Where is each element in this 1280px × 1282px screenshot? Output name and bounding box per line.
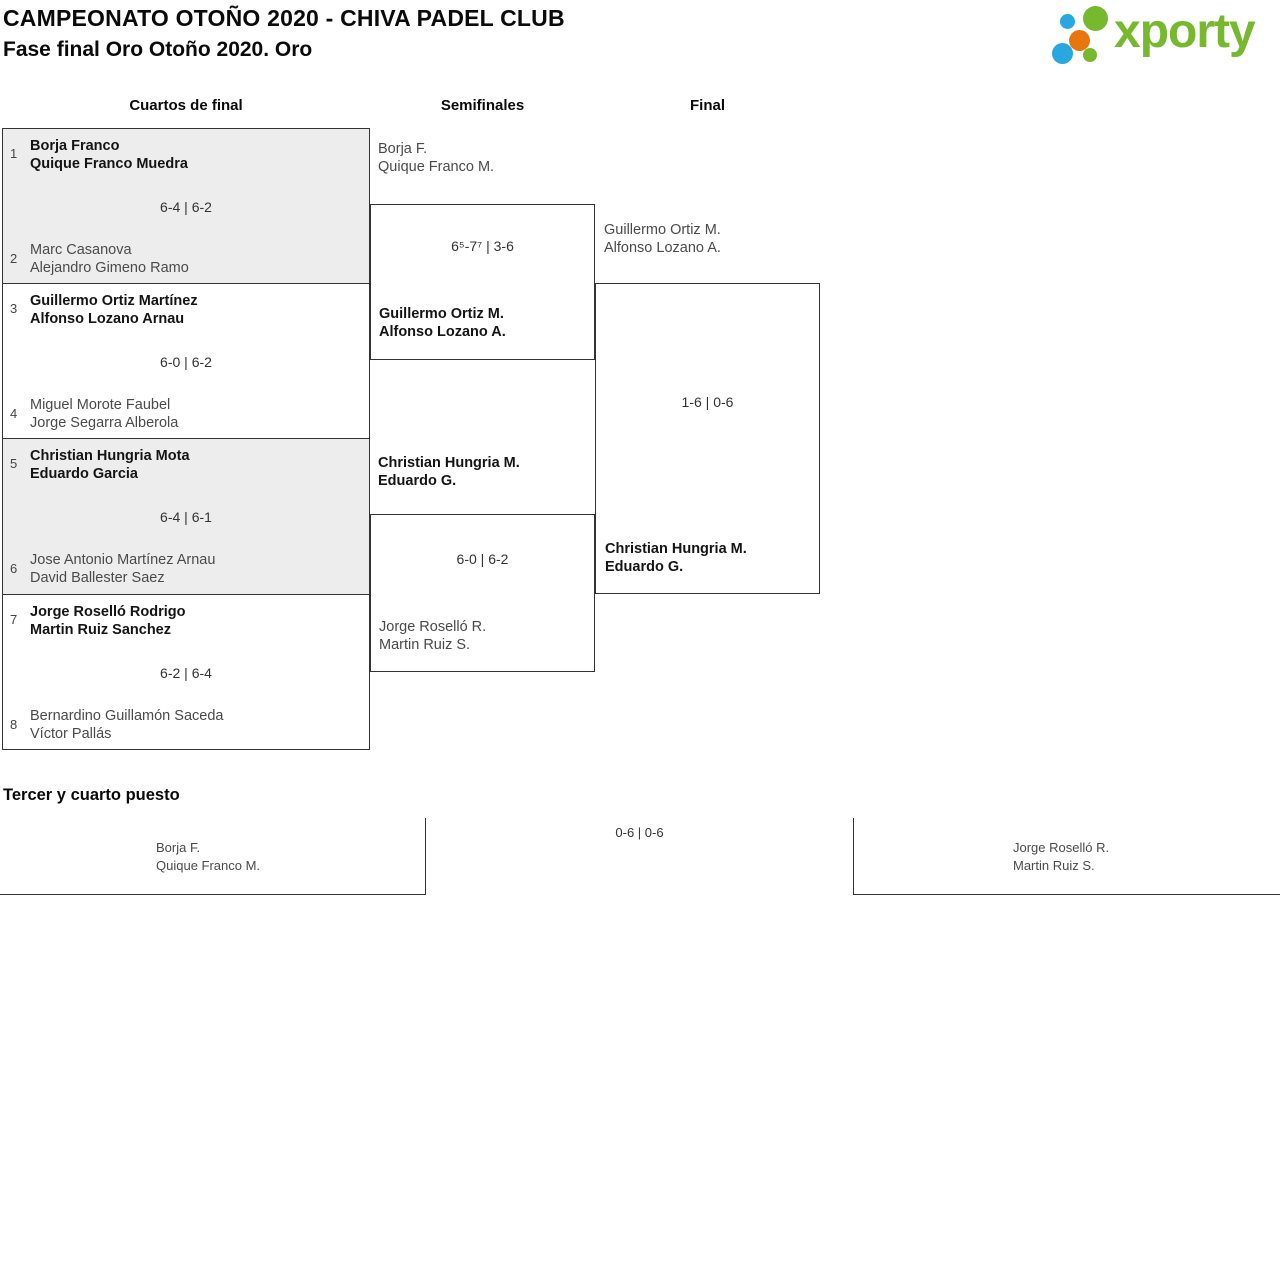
page-subtitle: Fase final Oro Otoño 2020. Oro	[3, 38, 313, 61]
player-name: Miguel Morote Faubel	[30, 397, 171, 413]
player-name: Borja F.	[156, 840, 201, 855]
player-name: Alfonso Lozano Arnau	[30, 311, 185, 327]
player-name: Eduardo Garcia	[30, 466, 138, 482]
player-name: Martin Ruiz S.	[379, 637, 471, 653]
final-score: 1-6 | 0-6	[681, 394, 734, 410]
player-name: Christian Hungria M.	[605, 541, 747, 557]
seed-number: 1	[10, 146, 18, 161]
sf2-score: 6-0 | 6-2	[456, 551, 509, 567]
player-name: Jose Antonio Martínez Arnau	[30, 552, 216, 568]
sf-match-2: 6-0 | 6-2 Jorge Roselló R. Martin Ruiz S…	[370, 514, 595, 672]
player-name: Guillermo Ortiz M.	[604, 222, 721, 238]
third-place-team-right: Jorge Roselló R. Martin Ruiz S.	[1013, 839, 1109, 875]
qf-match-3: 5 Christian Hungria Mota Eduardo Garcia …	[2, 438, 370, 595]
player-name: Quique Franco Muedra	[30, 156, 188, 172]
qf-match-2: 3 Guillermo Ortiz Martínez Alfonso Lozan…	[2, 283, 370, 439]
seed-number: 2	[10, 251, 18, 266]
logo-dot-green-large-icon	[1083, 6, 1108, 31]
third-place-team-left: Borja F. Quique Franco M.	[156, 839, 260, 875]
player-name: Jorge Segarra Alberola	[30, 415, 179, 431]
page-title: CAMPEONATO OTOÑO 2020 - CHIVA PADEL CLUB	[3, 5, 565, 31]
qf3-score: 6-4 | 6-1	[160, 509, 212, 525]
player-name: Eduardo G.	[378, 473, 457, 489]
qf1-team-bottom: Marc Casanova Alejandro Gimeno Ramo	[30, 241, 189, 277]
round-header-cuartos: Cuartos de final	[129, 97, 243, 114]
player-name: Alejandro Gimeno Ramo	[30, 260, 189, 276]
seed-number: 8	[10, 717, 18, 732]
seed-number: 4	[10, 406, 18, 421]
seed-number: 7	[10, 612, 18, 627]
player-name: Guillermo Ortiz Martínez	[30, 293, 198, 309]
player-name: Borja Franco	[30, 138, 120, 154]
third-place-score: 0-6 | 0-6	[615, 825, 664, 840]
player-name: Marc Casanova	[30, 242, 132, 258]
qf4-team-bottom: Bernardino Guillamón Saceda Víctor Pallá…	[30, 707, 223, 743]
player-name: Guillermo Ortiz M.	[379, 306, 504, 322]
final-match: 1-6 | 0-6 Christian Hungria M. Eduardo G…	[595, 283, 820, 594]
logo-dot-green-small-icon	[1083, 48, 1097, 62]
logo-dot-orange-icon	[1069, 30, 1090, 51]
player-name: Martin Ruiz S.	[1013, 858, 1095, 873]
sf2-team-top: Christian Hungria M. Eduardo G.	[378, 454, 520, 490]
sf1-score: 6⁵-7⁷ | 3-6	[451, 238, 514, 254]
sf1-team-top: Borja F. Quique Franco M.	[378, 140, 494, 176]
seed-number: 6	[10, 561, 18, 576]
player-name: Alfonso Lozano A.	[604, 240, 721, 256]
qf-match-4: 7 Jorge Roselló Rodrigo Martin Ruiz Sanc…	[2, 594, 370, 750]
player-name: Quique Franco M.	[156, 858, 261, 873]
player-name: Víctor Pallás	[30, 726, 112, 742]
player-name: Jorge Roselló R.	[379, 619, 487, 635]
qf1-score: 6-4 | 6-2	[160, 199, 212, 215]
third-place-left-connector	[0, 818, 426, 895]
final-team-bottom: Christian Hungria M. Eduardo G.	[605, 540, 747, 576]
player-name: Jorge Roselló Rodrigo	[30, 604, 186, 620]
final-team-top: Guillermo Ortiz M. Alfonso Lozano A.	[604, 221, 721, 257]
xporty-logo[interactable]: xporty	[1052, 0, 1280, 68]
seed-number: 5	[10, 456, 18, 471]
player-name: Eduardo G.	[605, 559, 684, 575]
round-header-semifinales: Semifinales	[440, 97, 525, 114]
player-name: Bernardino Guillamón Saceda	[30, 708, 224, 724]
sf2-team-bottom: Jorge Roselló R. Martin Ruiz S.	[379, 618, 486, 654]
round-header-final: Final	[689, 97, 725, 114]
player-name: Alfonso Lozano A.	[379, 324, 506, 340]
qf2-score: 6-0 | 6-2	[160, 354, 212, 370]
player-name: Christian Hungria Mota	[30, 448, 190, 464]
qf3-team-top: Christian Hungria Mota Eduardo Garcia	[30, 447, 190, 483]
player-name: Borja F.	[378, 141, 428, 157]
player-name: Christian Hungria M.	[378, 455, 520, 471]
xporty-logo-text: xporty	[1114, 5, 1256, 58]
player-name: Martin Ruiz Sanchez	[30, 622, 171, 638]
player-name: Jorge Roselló R.	[1013, 840, 1110, 855]
sf-match-1: 6⁵-7⁷ | 3-6 Guillermo Ortiz M. Alfonso L…	[370, 204, 595, 360]
qf1-team-top: Borja Franco Quique Franco Muedra	[30, 137, 188, 173]
player-name: Quique Franco M.	[378, 159, 495, 175]
qf2-team-top: Guillermo Ortiz Martínez Alfonso Lozano …	[30, 292, 198, 328]
qf3-team-bottom: Jose Antonio Martínez Arnau David Balles…	[30, 551, 215, 587]
third-place-right-connector	[853, 818, 1280, 895]
qf4-team-top: Jorge Roselló Rodrigo Martin Ruiz Sanche…	[30, 603, 186, 639]
logo-dot-blue-large-icon	[1052, 43, 1073, 64]
third-place-heading: Tercer y cuarto puesto	[3, 786, 180, 804]
qf-match-1: 1 Borja Franco Quique Franco Muedra 6-4 …	[2, 128, 370, 284]
qf2-team-bottom: Miguel Morote Faubel Jorge Segarra Alber…	[30, 396, 178, 432]
qf4-score: 6-2 | 6-4	[160, 665, 212, 681]
logo-dot-blue-small-icon	[1060, 14, 1075, 29]
sf1-team-bottom: Guillermo Ortiz M. Alfonso Lozano A.	[379, 305, 506, 341]
seed-number: 3	[10, 301, 18, 316]
player-name: David Ballester Saez	[30, 570, 165, 586]
